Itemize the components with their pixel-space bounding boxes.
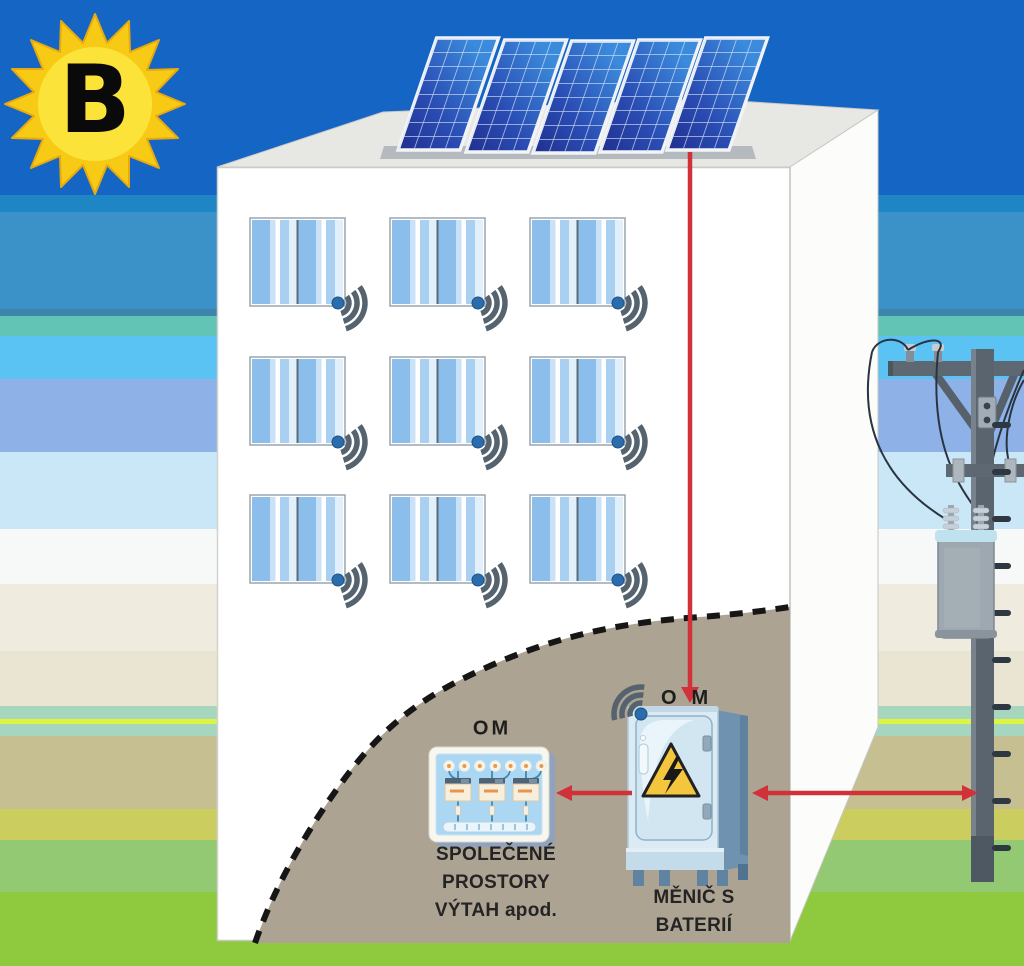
transformer-bushings — [942, 505, 990, 535]
building-side-face — [789, 109, 879, 942]
inverter-caption: MĚNIČ S BATERIÍ — [653, 887, 735, 936]
meter-board-om-label: OM — [472, 717, 512, 740]
plate-bolt — [983, 416, 991, 424]
pole-step-pegs — [992, 422, 1011, 851]
window — [389, 217, 486, 307]
cabinet-base-lip — [626, 848, 724, 852]
crossarm-cap — [888, 361, 893, 376]
window — [529, 356, 626, 446]
window — [249, 356, 346, 446]
pole-foot — [971, 836, 994, 882]
cabinet-hinge — [702, 735, 712, 752]
crossbar-clamp — [952, 458, 965, 483]
pole-crossarm — [888, 361, 1024, 376]
meter-board — [428, 746, 555, 847]
arrow-inverter-to-grid — [752, 785, 978, 801]
window — [249, 494, 346, 584]
utility-pole-icon — [866, 338, 1024, 882]
sun-core — [38, 47, 152, 161]
electric-meters — [444, 778, 540, 816]
window — [529, 494, 626, 584]
meter-board-caption: SPOLEČENÉ PROSTORY VÝTAH apod. — [434, 844, 558, 921]
cabinet-knob — [640, 735, 646, 741]
cabinet-top-lip — [628, 706, 718, 712]
arrow-solar-to-inverter — [681, 152, 699, 703]
window — [529, 217, 626, 307]
window — [389, 494, 486, 584]
cabinet-door-sheen — [640, 720, 694, 820]
pole-wires — [866, 338, 1024, 521]
transformer-top-band — [935, 530, 997, 542]
cabinet-base — [626, 850, 724, 870]
cabinet-side-edge — [740, 715, 748, 858]
sun-badge-label: B — [59, 46, 131, 156]
pole-plate — [977, 396, 997, 429]
pole-transformer-icon — [935, 505, 997, 639]
power-flow-arrows — [556, 152, 978, 801]
high-voltage-warning-icon — [641, 742, 701, 798]
cabinet-legs — [633, 864, 748, 886]
window — [249, 217, 346, 307]
transformer-bottom-lip — [935, 630, 997, 638]
meter-board-busbar — [442, 821, 537, 833]
cabinet-hinge — [702, 803, 712, 820]
solar-array — [380, 36, 770, 159]
windows-grid — [249, 217, 650, 609]
inverter-cabinet — [606, 680, 748, 886]
meter-board-terminals — [443, 760, 548, 772]
arrow-inverter-to-meter-board — [556, 785, 632, 801]
inverter-om-label: OM — [661, 687, 724, 709]
sun-star-icon — [4, 13, 186, 195]
plate-bolt — [983, 402, 991, 410]
busbar-ticks — [454, 824, 528, 830]
transformer-shade — [944, 548, 980, 628]
underground-dashed-border — [252, 604, 791, 944]
cabinet-handle — [638, 743, 649, 775]
window — [389, 356, 486, 446]
